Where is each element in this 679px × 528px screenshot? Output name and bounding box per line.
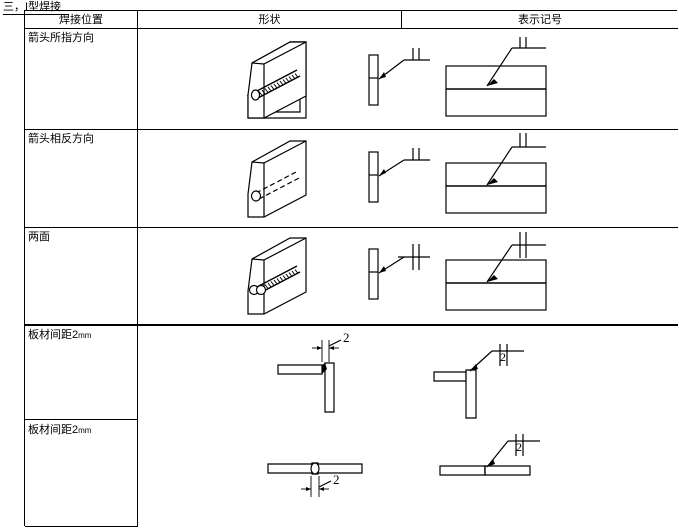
row-divider-4 — [25, 419, 138, 420]
header-welding-position: 焊接位置 — [59, 14, 103, 26]
row-label-gap-corner-text: 板材间距2 — [28, 329, 79, 341]
table-bottom-border — [25, 526, 138, 527]
row-label-gap-butt: 板材间距2mm — [28, 423, 91, 438]
header-shape: 形状 — [258, 14, 281, 26]
row-divider-header — [25, 28, 678, 29]
row-divider-2 — [25, 227, 678, 228]
row-label-gap-corner-unit: mm — [78, 331, 92, 340]
row-label-gap-butt-text: 板材间距2 — [28, 424, 79, 436]
row-divider-1 — [25, 129, 678, 130]
column-divider-label — [137, 11, 138, 527]
row-label-gap-butt-unit: mm — [78, 426, 92, 435]
column-divider-header-shape-symbol — [401, 11, 402, 28]
row-label-other-side: 箭头相反方向 — [28, 133, 94, 145]
row-label-arrow-side: 箭头所指方向 — [28, 32, 94, 44]
section-title-underline — [3, 14, 69, 15]
header-symbol: 表示记号 — [518, 14, 562, 26]
row-divider-3 — [25, 324, 678, 326]
row-label-both-sides: 两面 — [28, 231, 50, 243]
row-label-gap-corner: 板材间距2mm — [28, 328, 91, 343]
welding-symbol-table: 焊接位置 形状 表示记号 箭头所指方向 箭头相反方向 两面 板材间距2mm 板材… — [24, 10, 678, 527]
